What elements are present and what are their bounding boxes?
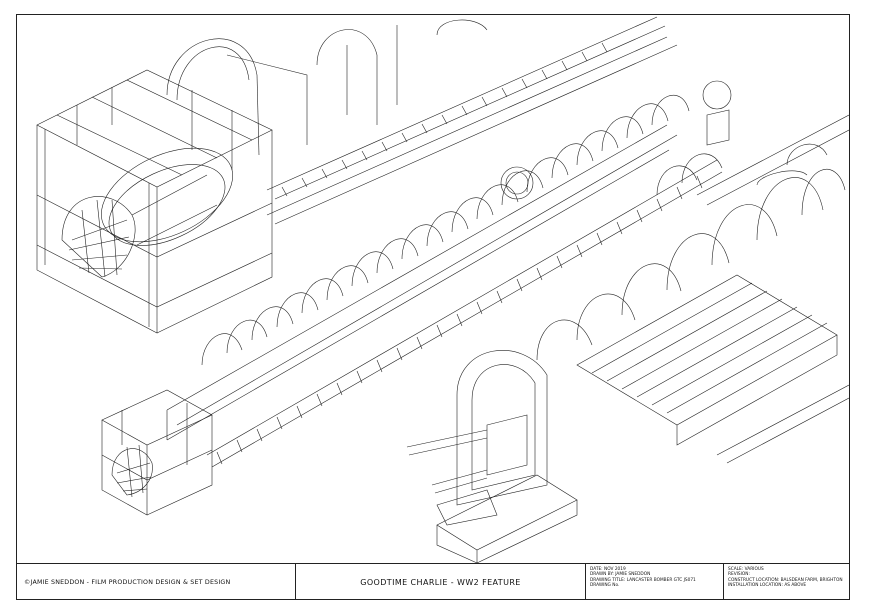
drawn-by-text: DRAWN BY: JAMIE SNEDDON bbox=[590, 572, 651, 578]
project-title-cell: GOODTIME CHARLIE - WW2 FEATURE bbox=[296, 564, 586, 600]
drawing-title-text: DRAWING TITLE: LANCASTER BOMBER GTC JS07… bbox=[590, 577, 696, 583]
construct-location-text: CONSTRUCT LOCATION: BALSDEAN FARM, BRIGH… bbox=[728, 577, 843, 583]
date-text: DATE: NOV 2019 bbox=[590, 567, 626, 572]
upper-fuselage-section bbox=[166, 16, 678, 225]
middle-fuselage bbox=[166, 80, 732, 468]
revision-text: REVISION: bbox=[728, 572, 750, 578]
title-block: ©JAMIE SNEDDON - FILM PRODUCTION DESIGN … bbox=[16, 563, 850, 600]
installation-location-text: INSTALLATION LOCATION: AS ABOVE bbox=[728, 583, 807, 589]
scale-text: SCALE: VARIOUS bbox=[728, 567, 764, 572]
drawing-no-text: DRAWING No. bbox=[590, 583, 620, 589]
upper-nose-cage bbox=[36, 69, 273, 334]
drawing-info-cell: DATE: NOV 2019 DRAWN BY: JAMIE SNEDDON D… bbox=[586, 564, 724, 600]
middle-nose-cage bbox=[101, 389, 213, 516]
lower-right-tail-section bbox=[406, 169, 849, 563]
isometric-drawing-area bbox=[36, 16, 849, 563]
scale-info-cell: SCALE: VARIOUS REVISION: CONSTRUCT LOCAT… bbox=[724, 564, 850, 600]
project-title: GOODTIME CHARLIE - WW2 FEATURE bbox=[360, 577, 521, 587]
copyright-text: ©JAMIE SNEDDON - FILM PRODUCTION DESIGN … bbox=[24, 578, 231, 586]
copyright-cell: ©JAMIE SNEDDON - FILM PRODUCTION DESIGN … bbox=[16, 564, 296, 600]
sheet-border bbox=[16, 14, 850, 600]
right-fuselage bbox=[656, 114, 849, 206]
